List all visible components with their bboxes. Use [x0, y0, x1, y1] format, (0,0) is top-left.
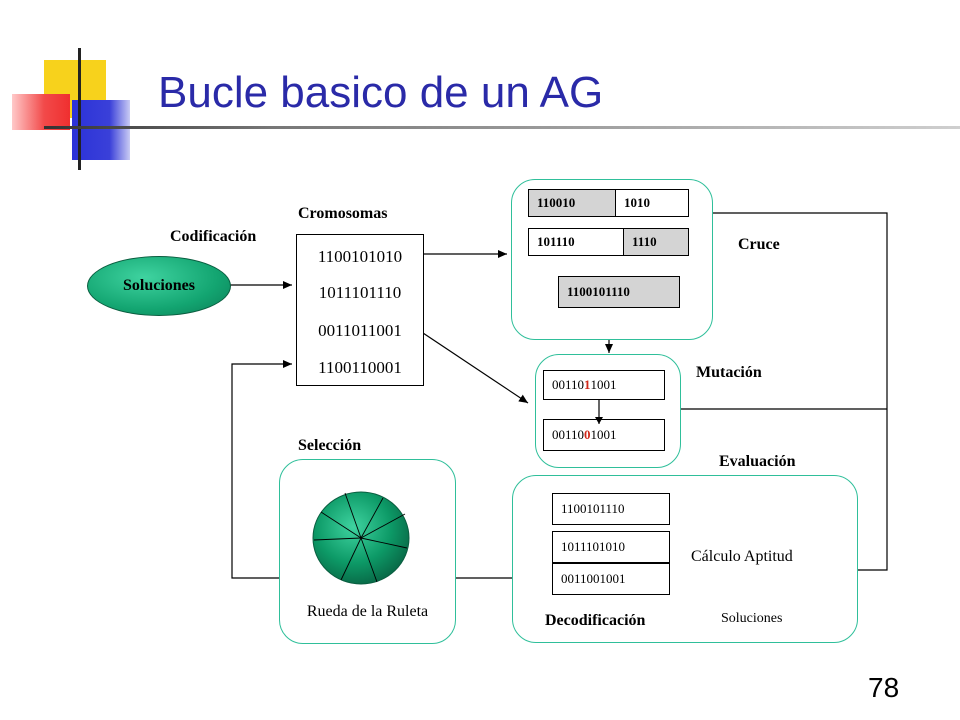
mutacion-after-post: 1001: [590, 427, 617, 442]
cruce-panel: 110010 1010 101110 1110 1100101110: [511, 179, 713, 340]
label-calculo-aptitud: Cálculo Aptitud: [691, 548, 793, 565]
evaluacion-item-1: 1100101110: [552, 493, 670, 525]
cromosomas-box: 1100101010 1011101110 0011011001 1100110…: [296, 234, 424, 386]
label-cruce: Cruce: [738, 236, 780, 253]
evaluacion-panel: 1100101110 1011101010 0011001001 Cálculo…: [512, 475, 858, 643]
seleccion-panel: Rueda de la Ruleta: [279, 459, 456, 644]
mutacion-before-bit: 1: [584, 377, 591, 392]
logo-vertical-line: [78, 48, 81, 170]
cruce-row1-right: 1010: [615, 189, 689, 217]
cruce-result: 1100101110: [558, 276, 680, 308]
label-seleccion: Selección: [298, 437, 362, 454]
title-underline: [44, 126, 960, 129]
soluciones-node: Soluciones: [87, 256, 231, 316]
label-mutacion: Mutación: [696, 364, 762, 381]
mutacion-after-bit: 0: [584, 427, 591, 442]
label-rueda-ruleta: Rueda de la Ruleta: [306, 603, 429, 620]
label-soluciones-small: Soluciones: [721, 611, 783, 626]
cruce-row2-right: 1110: [623, 228, 689, 256]
roulette-wheel-icon: [312, 491, 410, 585]
cromosoma-1: 1100101010: [317, 247, 403, 266]
label-evaluacion: Evaluación: [719, 453, 796, 470]
line-right-feedback: [713, 212, 888, 571]
cromosoma-3: 0011011001: [318, 321, 402, 340]
cruce-row2-left: 101110: [528, 228, 624, 256]
logo-red-bar: [12, 94, 70, 130]
mutacion-before-pre: 00110: [552, 377, 585, 392]
arrow-seleccion-to-cromosomas: [231, 360, 292, 579]
label-codificacion: Codificación: [170, 228, 257, 245]
mutacion-after-pre: 00110: [552, 427, 585, 442]
logo-blue-square: [72, 100, 130, 160]
page-title: Bucle basico de un AG: [158, 68, 604, 117]
evaluacion-item-2: 1011101010: [552, 531, 670, 563]
cruce-row1-left: 110010: [528, 189, 616, 217]
evaluacion-item-3: 0011001001: [552, 563, 670, 595]
label-decodificacion: Decodificación: [545, 612, 646, 629]
mutation-arrow: [595, 400, 603, 424]
cromosoma-4: 1100110001: [318, 358, 402, 377]
mutacion-before-post: 1001: [590, 377, 617, 392]
label-cromosomas: Cromosomas: [298, 205, 388, 222]
page-number: 78: [868, 672, 900, 703]
arrow-to-mutacion: [422, 332, 529, 404]
cromosoma-2: 1011101110: [318, 283, 402, 302]
soluciones-node-label: Soluciones: [122, 277, 195, 294]
